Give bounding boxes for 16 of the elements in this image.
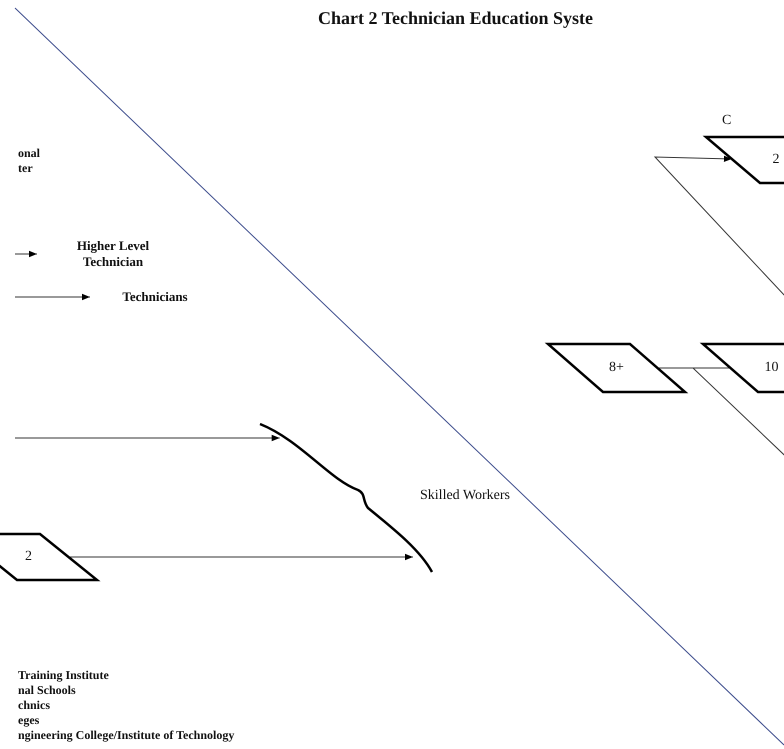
note-text: onal: [18, 146, 40, 161]
note-text: Training Institute: [18, 668, 109, 683]
note-text: chnics: [18, 698, 50, 713]
legend-label: Technicians: [121, 289, 189, 305]
chart-title: Chart 2 Technician Education Syste: [318, 8, 594, 29]
arrow: [68, 554, 414, 560]
note-text: ter: [18, 161, 33, 176]
arrow: [14, 434, 280, 442]
node-letter: C: [722, 113, 732, 129]
note-text: nal Schools: [18, 683, 76, 698]
legend-label: Higher Level Technician: [76, 238, 150, 270]
node-number: 2: [772, 152, 780, 168]
node-number: 10: [764, 360, 778, 376]
note-text: ngineering College/Institute of Technology: [18, 728, 234, 743]
group-label: Skilled Workers: [420, 488, 510, 504]
note-text: eges: [18, 713, 40, 728]
